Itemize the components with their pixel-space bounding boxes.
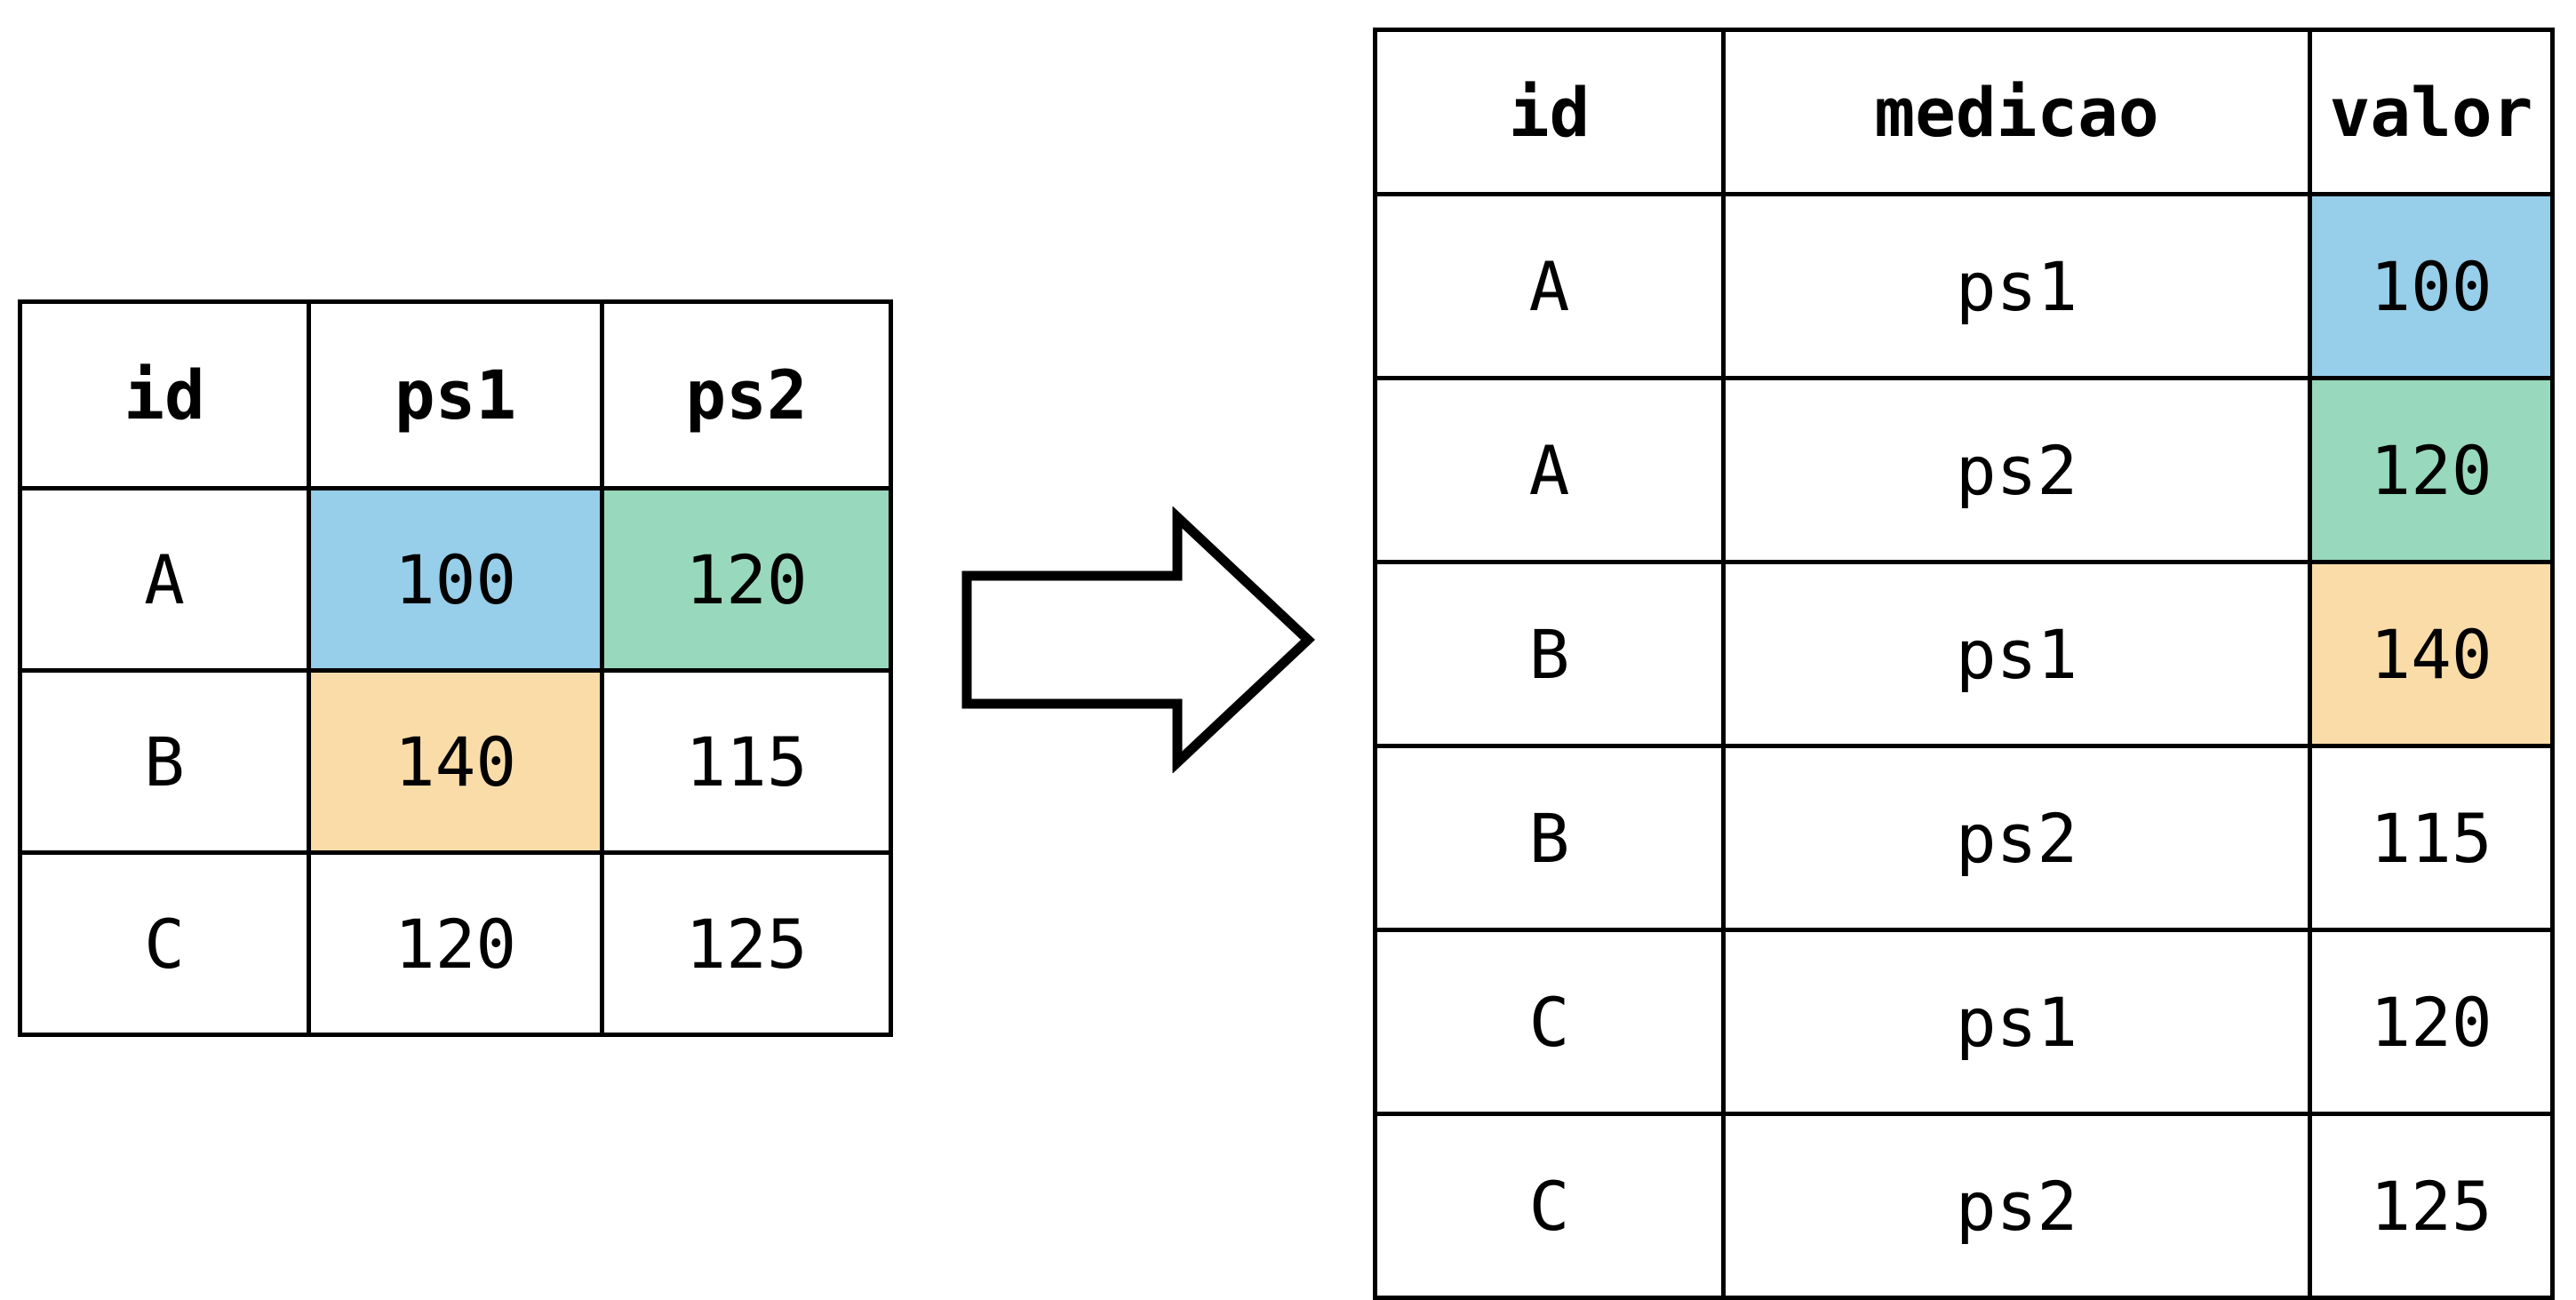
wide-header-ps1: ps1 [307,299,604,490]
wide-format-table: id ps1 ps2 A 100 120 B 140 115 C 120 125 [18,299,893,1037]
long-cell-medicao-0: ps1 [1721,192,2312,380]
table-row: A ps1 100 [1373,192,2555,380]
wide-cell-c-ps1: 120 [307,850,604,1037]
arrow-right-icon [961,506,1315,773]
wide-header-ps2: ps2 [600,299,893,490]
wide-cell-id-c: C [18,850,311,1037]
long-cell-valor-4: 120 [2308,928,2555,1116]
long-cell-medicao-2: ps1 [1721,560,2312,748]
table-header-row: id ps1 ps2 [18,299,893,490]
long-cell-id-5: C [1373,1112,1726,1300]
wide-header-id: id [18,299,311,490]
long-cell-valor-1: 120 [2308,376,2555,564]
wide-cell-a-ps2: 120 [600,486,893,673]
long-cell-medicao-3: ps2 [1721,744,2312,932]
wide-cell-a-ps1: 100 [307,486,604,673]
table-row: B ps2 115 [1373,744,2555,932]
long-cell-id-4: C [1373,928,1726,1116]
transform-arrow [960,506,1315,773]
long-cell-id-1: A [1373,376,1726,564]
long-cell-id-0: A [1373,192,1726,380]
long-cell-valor-2: 140 [2308,560,2555,748]
table-row: C 120 125 [18,850,893,1037]
long-header-valor: valor [2308,28,2555,196]
wide-cell-id-a: A [18,486,311,673]
wide-cell-b-ps1: 140 [307,668,604,855]
table-header-row: id medicao valor [1373,28,2555,196]
wide-cell-b-ps2: 115 [600,668,893,855]
long-format-table: id medicao valor A ps1 100 A ps2 120 B p… [1373,28,2555,1300]
long-header-id: id [1373,28,1726,196]
table-row: B 140 115 [18,668,893,855]
long-cell-valor-3: 115 [2308,744,2555,932]
long-cell-valor-0: 100 [2308,192,2555,380]
table-row: C ps2 125 [1373,1112,2555,1300]
long-cell-medicao-5: ps2 [1721,1112,2312,1300]
table-row: A 100 120 [18,486,893,673]
long-cell-medicao-4: ps1 [1721,928,2312,1116]
long-cell-id-2: B [1373,560,1726,748]
long-cell-medicao-1: ps2 [1721,376,2312,564]
long-cell-valor-5: 125 [2308,1112,2555,1300]
long-header-medicao: medicao [1721,28,2312,196]
table-row: B ps1 140 [1373,560,2555,748]
wide-cell-c-ps2: 125 [600,850,893,1037]
table-row: A ps2 120 [1373,376,2555,564]
wide-cell-id-b: B [18,668,311,855]
long-cell-id-3: B [1373,744,1726,932]
table-row: C ps1 120 [1373,928,2555,1116]
